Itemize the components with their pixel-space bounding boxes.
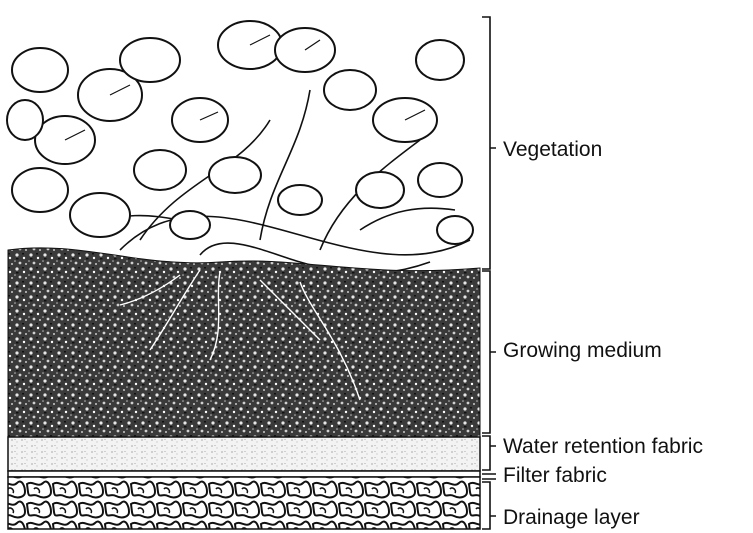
growing-medium-layer (8, 248, 480, 437)
label-drainage-layer: Drainage layer (503, 507, 640, 528)
label-growing-medium: Growing medium (503, 340, 662, 361)
vegetation-layer (7, 21, 473, 273)
label-vegetation: Vegetation (503, 139, 602, 160)
layer-brackets (482, 17, 496, 529)
bracket-growing-medium (482, 271, 496, 433)
label-filter-fabric: Filter fabric (503, 465, 607, 486)
filter-fabric-layer (8, 471, 480, 477)
bracket-drainage-layer (482, 482, 496, 529)
bracket-filter-fabric (482, 474, 496, 479)
bracket-water-retention-fabric (482, 436, 496, 470)
water-retention-fabric-layer (8, 437, 480, 471)
bracket-vegetation (482, 17, 496, 269)
drainage-layer-fill (8, 477, 480, 529)
label-water-retention-fabric: Water retention fabric (503, 436, 703, 457)
